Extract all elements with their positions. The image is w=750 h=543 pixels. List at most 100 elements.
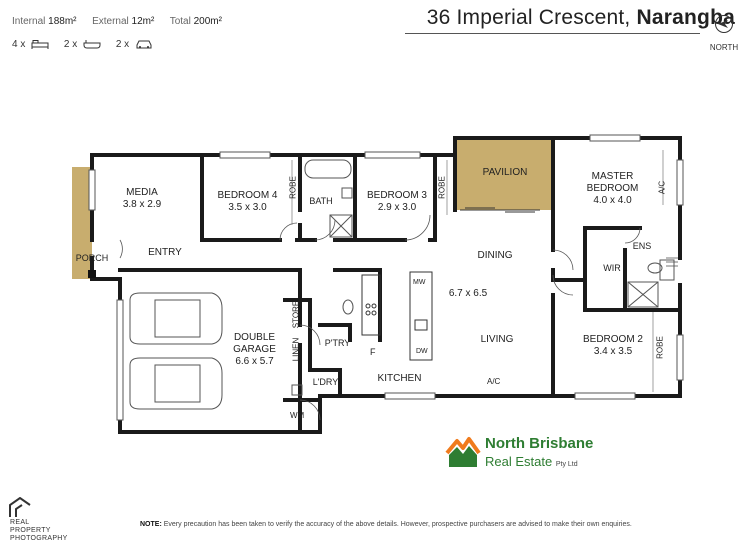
bed-icon bbox=[31, 40, 49, 50]
room-master-name1: MASTER bbox=[591, 171, 634, 182]
room-bedroom4: BEDROOM 4 3.5 x 3.0 bbox=[205, 190, 290, 214]
stat-external-label: External bbox=[92, 16, 129, 27]
rpp-brand: REAL PROPERTY PHOTOGRAPHY bbox=[10, 519, 68, 543]
room-wir-name: WIR bbox=[603, 263, 621, 273]
car-count-value: 2 x bbox=[115, 39, 130, 50]
car-count: 2 x bbox=[116, 39, 153, 50]
room-bedroom3-size: 2.9 x 3.0 bbox=[377, 202, 417, 213]
robe-label-bed4: ROBE bbox=[288, 176, 298, 199]
store-label: STORE bbox=[291, 300, 301, 329]
room-media-name: MEDIA bbox=[126, 187, 158, 198]
room-ens-name: ENS bbox=[632, 241, 652, 251]
room-bedroom3: BEDROOM 3 2.9 x 3.0 bbox=[358, 190, 436, 214]
feature-counts: 4 x 2 x 2 x bbox=[12, 39, 165, 50]
car-icon bbox=[136, 40, 152, 49]
stat-total-label: Total bbox=[169, 16, 191, 27]
showers bbox=[329, 214, 659, 308]
room-bedroom3-name: BEDROOM 3 bbox=[366, 190, 427, 201]
room-living-size: 6.7 x 6.5 bbox=[438, 288, 498, 300]
room-pantry-name: P'TRY bbox=[324, 338, 351, 348]
robe-rails bbox=[291, 150, 664, 392]
bed-count-value: 4 x bbox=[12, 39, 26, 50]
room-laundry: L'DRY bbox=[308, 376, 343, 388]
room-bedroom2-size: 3.4 x 3.5 bbox=[593, 346, 633, 357]
suburb: Narangba bbox=[636, 6, 735, 29]
ens-steps bbox=[666, 257, 678, 267]
compass-icon bbox=[715, 15, 733, 33]
room-porch-name: PORCH bbox=[75, 253, 109, 263]
porch-area bbox=[72, 167, 92, 279]
room-bedroom2: BEDROOM 2 3.4 x 3.5 bbox=[573, 334, 653, 358]
north-label: NORTH bbox=[709, 43, 739, 52]
room-bath: BATH bbox=[306, 195, 336, 207]
agency-sub-text: Real Estate bbox=[485, 454, 553, 469]
house-logo-icon bbox=[445, 437, 481, 467]
cars bbox=[129, 292, 223, 410]
room-living-name: LIVING bbox=[480, 334, 514, 345]
bath-count: 2 x bbox=[64, 39, 101, 50]
room-media: MEDIA 3.8 x 2.9 bbox=[102, 187, 182, 211]
porch-post bbox=[88, 270, 96, 278]
bath-count-value: 2 x bbox=[63, 39, 78, 50]
disclaimer-text: Every precaution has been taken to verif… bbox=[163, 521, 632, 528]
room-garage-size: 6.6 x 5.7 bbox=[235, 356, 274, 367]
room-pavilion: PAVILION bbox=[465, 167, 545, 179]
bathtub bbox=[304, 159, 352, 179]
wm-label: WM bbox=[290, 411, 305, 420]
room-kitchen-name: KITCHEN bbox=[377, 373, 422, 384]
dw-label: DW bbox=[416, 348, 428, 355]
agency-logo: North Brisbane Real Estate Pty Ltd bbox=[445, 433, 645, 473]
ac-label-master: A/C bbox=[657, 180, 667, 195]
room-bedroom4-size: 3.5 x 3.0 bbox=[228, 202, 267, 213]
ac-label-living: A/C bbox=[487, 377, 501, 386]
robe-label-bed2: ROBE bbox=[655, 336, 665, 359]
room-wir: WIR bbox=[598, 262, 626, 274]
stat-internal-label: Internal bbox=[12, 16, 46, 27]
bed-count: 4 x bbox=[12, 39, 49, 50]
north-indicator: NORTH bbox=[702, 14, 746, 52]
stat-external-value: 12m² bbox=[131, 16, 155, 27]
rpp-line3: PHOTOGRAPHY bbox=[10, 535, 68, 542]
header-rule bbox=[405, 33, 700, 34]
rpp-logo-icon bbox=[9, 497, 31, 517]
room-ens: ENS bbox=[630, 240, 654, 252]
room-living-size-value: 6.7 x 6.5 bbox=[448, 288, 488, 299]
doors bbox=[119, 214, 641, 421]
room-kitchen: KITCHEN bbox=[372, 373, 427, 385]
stat-internal-value: 188m² bbox=[48, 16, 77, 27]
room-bedroom4-name: BEDROOM 4 bbox=[217, 190, 278, 201]
room-master: MASTER BEDROOM 4.0 x 4.0 bbox=[570, 171, 655, 207]
property-title: 36 Imperial Crescent, Narangba bbox=[427, 6, 735, 30]
robe-label-bed3: ROBE bbox=[437, 176, 447, 199]
room-bath-name: BATH bbox=[309, 196, 333, 206]
room-porch: PORCH bbox=[72, 252, 112, 264]
fixtures bbox=[291, 187, 675, 396]
room-garage-name1: DOUBLE bbox=[233, 332, 276, 343]
fridge-label: F bbox=[370, 347, 376, 357]
address: 36 Imperial Crescent, bbox=[426, 6, 631, 29]
agency-sub: Real Estate Pty Ltd bbox=[485, 454, 578, 469]
rpp-line2: PROPERTY bbox=[10, 527, 51, 534]
sliding-door bbox=[460, 207, 540, 213]
room-pavilion-name: PAVILION bbox=[482, 167, 528, 178]
kitchen-joinery bbox=[361, 271, 433, 361]
agency-suffix: Pty Ltd bbox=[555, 461, 578, 468]
disclaimer: NOTE: Every precaution has been taken to… bbox=[140, 521, 632, 528]
room-dining: DINING bbox=[470, 250, 520, 262]
bath-icon bbox=[83, 40, 101, 49]
room-garage-name2: GARAGE bbox=[233, 344, 276, 355]
room-garage: DOUBLE GARAGE 6.6 x 5.7 bbox=[222, 332, 287, 368]
room-master-name2: BEDROOM bbox=[586, 183, 639, 194]
room-laundry-name: L'DRY bbox=[312, 377, 339, 387]
mw-label: MW bbox=[413, 279, 426, 286]
room-pantry: P'TRY bbox=[320, 337, 355, 349]
room-entry: ENTRY bbox=[142, 247, 188, 259]
linen-label: LINEN bbox=[291, 337, 301, 362]
room-master-size: 4.0 x 4.0 bbox=[593, 195, 632, 206]
pavilion-area bbox=[455, 138, 553, 210]
room-media-size: 3.8 x 2.9 bbox=[122, 199, 162, 210]
disclaimer-label: NOTE: bbox=[140, 521, 162, 528]
stat-total-value: 200m² bbox=[193, 16, 222, 27]
agency-name: North Brisbane bbox=[485, 435, 594, 452]
